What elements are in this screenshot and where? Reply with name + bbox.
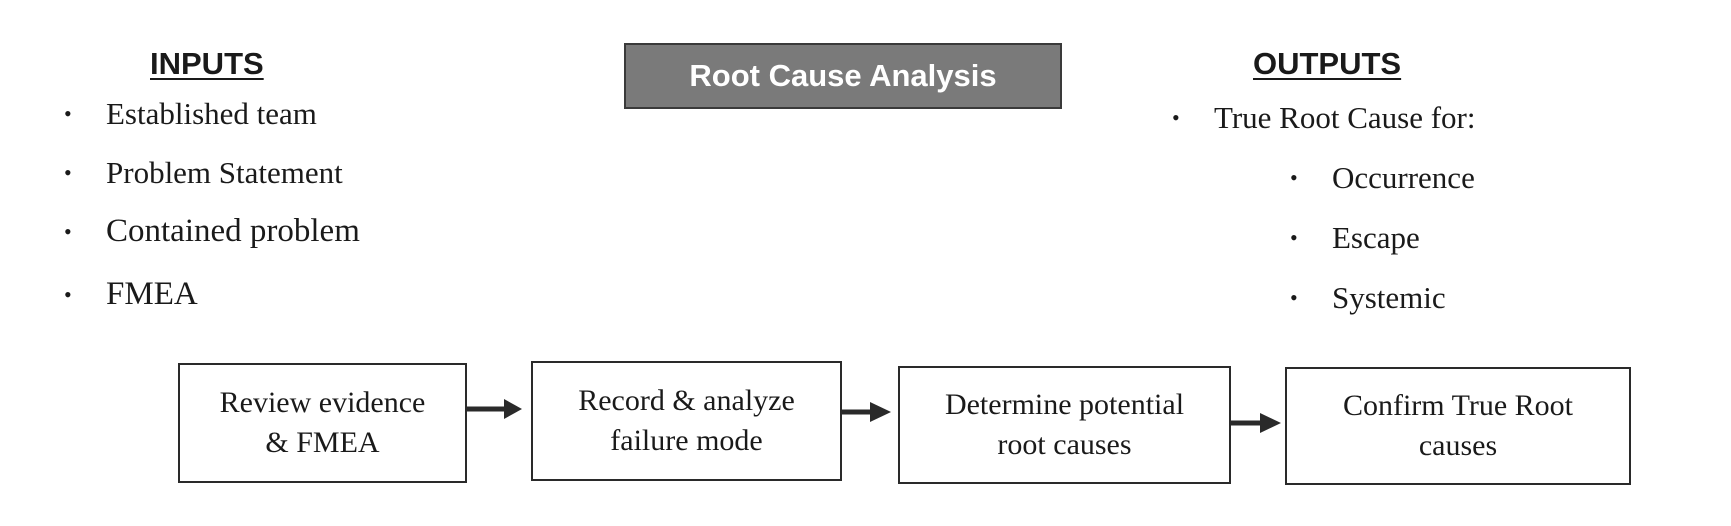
outputs-subitem-label: Systemic <box>1332 280 1446 315</box>
bullet-icon: • <box>64 101 72 126</box>
bullet-icon: • <box>1290 225 1298 250</box>
arrowhead-icon <box>1260 413 1281 433</box>
bullet-icon: • <box>64 160 72 185</box>
outputs-item: • True Root Cause for: <box>1172 100 1476 136</box>
inputs-item: • Established team <box>64 96 317 132</box>
outputs-subitem: • Escape <box>1290 220 1420 256</box>
bullet-icon: • <box>1290 165 1298 190</box>
arrowhead-icon <box>870 402 891 422</box>
flow-step-label: Confirm True Root causes <box>1342 388 1574 463</box>
arrowhead-icon <box>504 399 522 419</box>
inputs-item-label: FMEA <box>106 276 198 312</box>
flow-step-label: Review evidence & FMEA <box>219 385 426 460</box>
outputs-subitem: • Occurrence <box>1290 160 1475 196</box>
inputs-item-label: Contained problem <box>106 213 360 249</box>
flow-step-label: Record & analyze failure mode <box>578 383 795 458</box>
title-box: Root Cause Analysis <box>624 43 1062 109</box>
bullet-icon: • <box>64 218 72 244</box>
bullet-icon: • <box>1290 285 1298 310</box>
inputs-item: • Contained problem <box>64 213 360 250</box>
outputs-subitem-label: Occurrence <box>1332 160 1475 195</box>
outputs-subitem-label: Escape <box>1332 220 1420 255</box>
inputs-item: • Problem Statement <box>64 155 343 191</box>
flow-step-record-analyze: Record & analyze failure mode <box>531 361 842 481</box>
bullet-icon: • <box>1172 105 1180 130</box>
flow-step-confirm-root-causes: Confirm True Root causes <box>1285 367 1631 485</box>
bullet-icon: • <box>64 281 72 307</box>
outputs-item-label: True Root Cause for: <box>1214 100 1476 135</box>
outputs-subitem: • Systemic <box>1290 280 1446 316</box>
diagram-title: Root Cause Analysis <box>689 58 997 93</box>
inputs-heading: INPUTS <box>150 46 264 81</box>
flow-step-review-evidence: Review evidence & FMEA <box>178 363 467 483</box>
inputs-item-label: Established team <box>106 96 317 131</box>
flow-step-determine-causes: Determine potential root causes <box>898 366 1231 484</box>
flow-step-label: Determine potential root causes <box>944 387 1185 462</box>
outputs-heading: OUTPUTS <box>1253 46 1402 81</box>
inputs-item-label: Problem Statement <box>106 155 343 190</box>
inputs-item: • FMEA <box>64 276 198 313</box>
